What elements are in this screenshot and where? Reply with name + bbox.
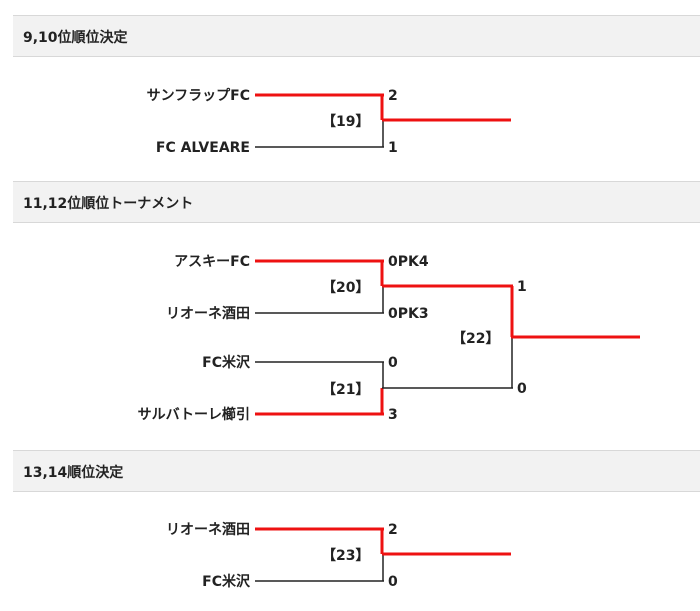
team-label: サンフラップFC bbox=[147, 88, 250, 104]
section-title: 13,14順位決定 bbox=[23, 465, 124, 481]
score-label: 0PK3 bbox=[388, 306, 429, 322]
section-header-11-12: 11,12位順位トーナメント bbox=[13, 181, 700, 223]
score-label: 2 bbox=[388, 522, 398, 538]
score-label: 2 bbox=[388, 88, 398, 104]
team-label: FC ALVEARE bbox=[156, 140, 250, 156]
score-label: 0 bbox=[388, 574, 398, 590]
score-label: 0 bbox=[517, 381, 527, 397]
score-label: 0PK4 bbox=[388, 254, 429, 270]
match-label: 【21】 bbox=[322, 382, 369, 398]
match-label: 【20】 bbox=[322, 280, 369, 296]
bracket-9-10: サンフラップFC FC ALVEARE 【19】 2 1 bbox=[147, 88, 511, 156]
match-label: 【22】 bbox=[452, 331, 499, 347]
section-title: 9,10位順位決定 bbox=[23, 30, 128, 46]
section-title: 11,12位順位トーナメント bbox=[23, 196, 194, 212]
score-label: 3 bbox=[388, 407, 398, 423]
team-label: アスキーFC bbox=[174, 254, 250, 270]
score-label: 1 bbox=[388, 140, 398, 156]
team-label: リオーネ酒田 bbox=[166, 522, 250, 538]
section-header-9-10: 9,10位順位決定 bbox=[13, 15, 700, 57]
bracket-13-14: リオーネ酒田 FC米沢 【23】 2 0 bbox=[166, 522, 511, 590]
team-label: サルバトーレ櫛引 bbox=[138, 406, 250, 423]
team-label: リオーネ酒田 bbox=[166, 306, 250, 322]
team-label: FC米沢 bbox=[202, 573, 251, 590]
score-label: 1 bbox=[517, 279, 527, 295]
score-label: 0 bbox=[388, 355, 398, 371]
section-header-13-14: 13,14順位決定 bbox=[13, 450, 700, 492]
team-label: FC米沢 bbox=[202, 354, 251, 371]
match-label: 【19】 bbox=[322, 114, 369, 130]
bracket-11-12: アスキーFC リオーネ酒田 FC米沢 サルバトーレ櫛引 【20】 0PK4 0P… bbox=[138, 254, 640, 423]
match-label: 【23】 bbox=[322, 548, 369, 564]
